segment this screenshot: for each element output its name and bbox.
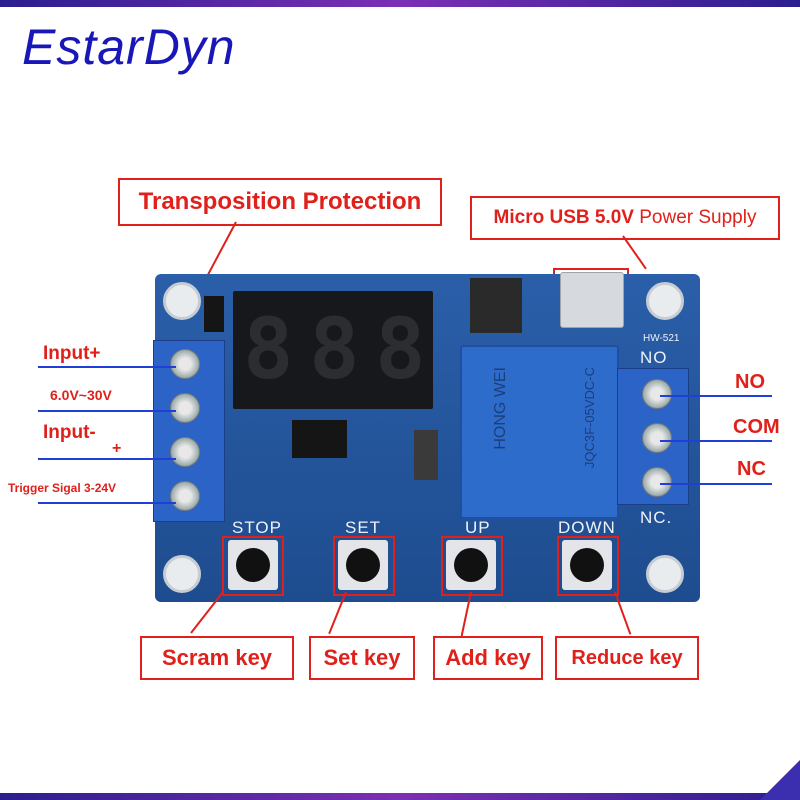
output-screw-com [642, 423, 672, 453]
add-key-label: Add key [445, 645, 531, 670]
trigger-line [38, 502, 176, 504]
micro-usb-pointer [622, 235, 647, 270]
input-screw-4 [170, 481, 200, 511]
nc-label: NC [737, 458, 766, 480]
reduce-key-callout: Reduce key [555, 636, 699, 680]
set-highlight [333, 536, 395, 596]
down-silkscreen: DOWN [558, 518, 616, 537]
scram-key-callout: Scram key [140, 636, 294, 680]
plus-label: + [112, 440, 122, 457]
optocoupler [292, 420, 347, 458]
micro-usb-label-rest: Power Supply [639, 207, 757, 228]
nc-line [660, 483, 772, 485]
mount-hole-top-right [646, 282, 684, 320]
set-key-label: Set key [323, 645, 401, 670]
stop-button[interactable] [228, 540, 278, 590]
led-display: 8 8 8 [233, 291, 433, 409]
mount-hole-bottom-left [163, 555, 201, 593]
display-digit-3: 8 [375, 300, 426, 398]
micro-usb-port [560, 272, 624, 328]
top-border [0, 0, 800, 7]
nc-silkscreen: NC. [640, 508, 673, 527]
down-button-cap [570, 548, 604, 582]
input-screw-1 [170, 349, 200, 379]
up-highlight [441, 536, 503, 596]
input-minus-line [38, 458, 176, 460]
no-line [660, 395, 772, 397]
input-screw-3 [170, 437, 200, 467]
voltage-regulator [470, 278, 522, 333]
micro-usb-label-bold: Micro USB 5.0V [493, 207, 634, 228]
up-silkscreen: UP [465, 518, 491, 537]
corner-decoration [760, 760, 800, 800]
voltage-label: 6.0V~30V [50, 387, 112, 403]
display-digit-1: 8 [243, 300, 294, 398]
output-screw-nc [642, 467, 672, 497]
down-highlight [557, 536, 619, 596]
stop-button-cap [236, 548, 270, 582]
down-button[interactable] [562, 540, 612, 590]
diode-d1 [414, 430, 438, 480]
set-silkscreen: SET [345, 518, 382, 537]
no-label: NO [735, 371, 765, 393]
voltage-line [38, 410, 176, 412]
set-button[interactable] [338, 540, 388, 590]
reduce-key-label: Reduce key [571, 646, 683, 669]
up-button-cap [454, 548, 488, 582]
trigger-label: Trigger Sigal 3-24V [8, 481, 117, 495]
output-screw-no [642, 379, 672, 409]
transposition-protection-callout: Transposition Protection [118, 178, 442, 226]
model-silkscreen: HW-521 [643, 333, 680, 344]
mount-hole-top-left [163, 282, 201, 320]
brand-logo: EstarDyn [22, 19, 236, 75]
input-terminal-block [153, 340, 225, 522]
stop-silkscreen: STOP [232, 518, 282, 537]
micro-usb-callout: Micro USB 5.0V Power Supply [470, 196, 780, 240]
input-screw-2 [170, 393, 200, 423]
transposition-protection-label: Transposition Protection [138, 188, 422, 215]
no-silkscreen: NO [640, 348, 668, 367]
relay: HONG WEI JQC3F-05VDC-C [460, 345, 619, 519]
add-key-callout: Add key [433, 636, 543, 680]
mount-hole-bottom-right [646, 555, 684, 593]
input-plus-label: Input+ [43, 343, 101, 364]
com-line [660, 440, 772, 442]
diode-d2 [204, 296, 224, 332]
set-button-cap [346, 548, 380, 582]
input-plus-line [38, 366, 176, 368]
input-minus-label: Input- [43, 422, 96, 443]
relay-brand: HONG WEI [492, 367, 509, 450]
set-key-callout: Set key [309, 636, 415, 680]
output-terminal-block [617, 368, 689, 505]
bottom-border [0, 793, 800, 800]
com-label: COM [733, 416, 780, 438]
stop-highlight [222, 536, 284, 596]
scram-key-label: Scram key [161, 645, 273, 670]
relay-model: JQC3F-05VDC-C [582, 367, 597, 469]
up-button[interactable] [446, 540, 496, 590]
display-digit-2: 8 [309, 300, 360, 398]
